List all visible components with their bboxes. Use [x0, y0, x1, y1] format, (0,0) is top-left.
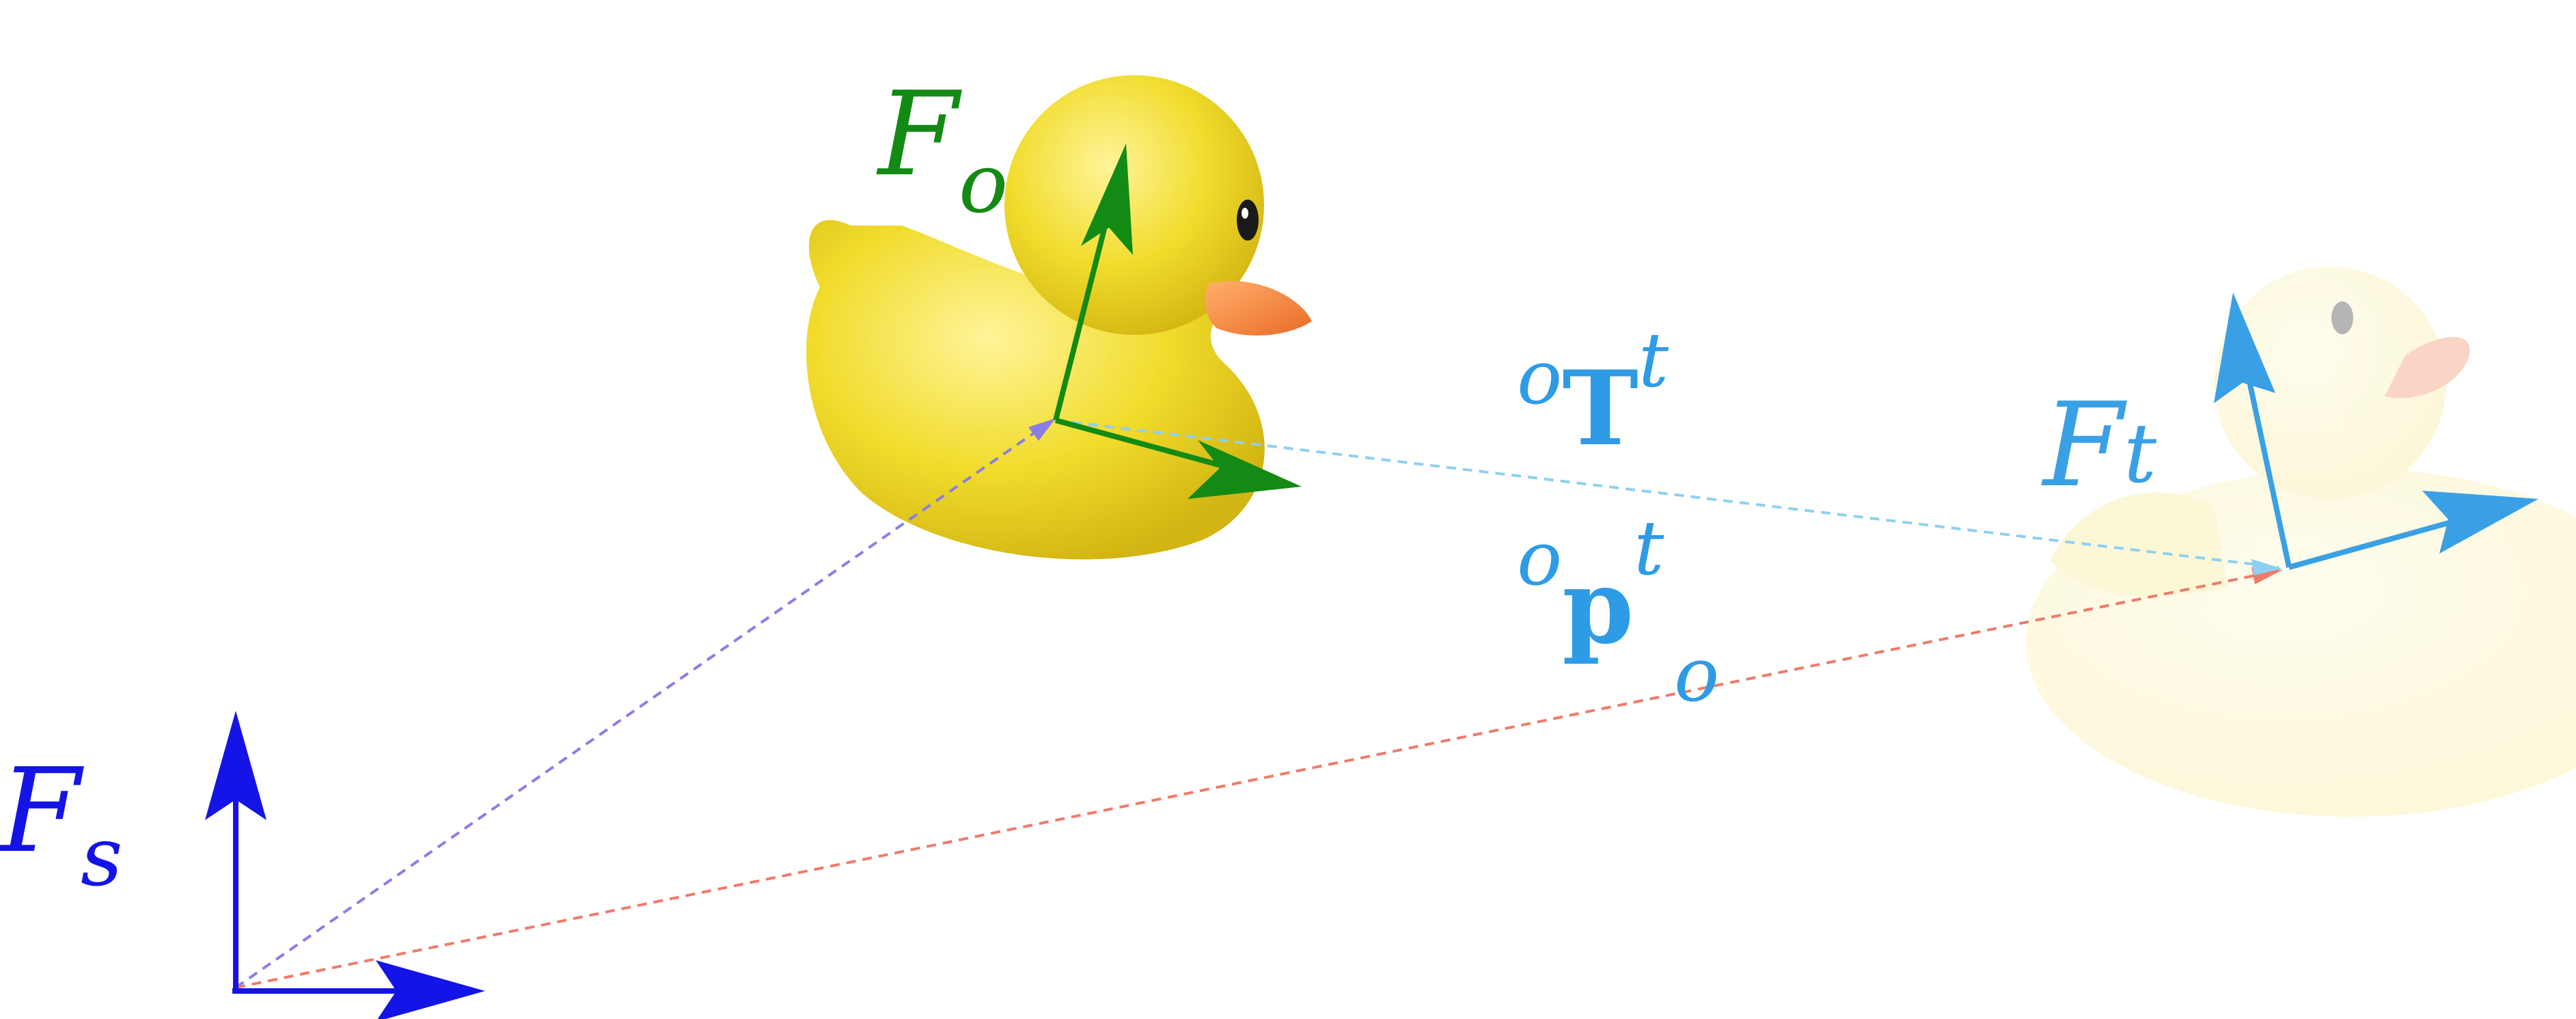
object-frame-label: Fo — [876, 67, 1008, 232]
transform-symbol: T — [1562, 349, 1639, 469]
position-symbol: p — [1562, 547, 1634, 667]
target-duck-image — [2026, 267, 2576, 817]
target-frame-subscript: t — [2124, 407, 2157, 502]
object-frame-subscript: o — [959, 137, 1008, 232]
source-to-target-vector — [235, 569, 2279, 989]
transform-superscript: t — [1639, 316, 1669, 404]
source-to-object-arrowhead — [1028, 418, 1056, 441]
position-superscript: t — [1634, 504, 1664, 592]
source-frame-subscript: s — [81, 810, 123, 905]
position-pre-superscript: o — [1517, 515, 1562, 602]
object-duck-image — [806, 75, 1312, 560]
object-to-target-arrowhead — [2251, 559, 2282, 575]
target-frame-label: Ft — [2041, 378, 2157, 513]
object-frame-symbol: F — [876, 67, 962, 202]
object-frame-axes — [1053, 144, 1302, 499]
source-to-object-vector — [234, 419, 1054, 989]
source-frame-axes — [205, 711, 485, 1019]
source-frame-label: Fs — [0, 744, 123, 905]
target-frame-axes — [2214, 293, 2538, 570]
transform-pre-superscript: o — [1517, 334, 1562, 421]
target-frame-symbol: F — [2041, 378, 2127, 513]
transform-label: oTt — [1517, 316, 1669, 469]
object-to-target-vector — [1055, 419, 2279, 569]
position-label: opt — [1517, 504, 1664, 667]
source-frame-symbol: F — [0, 744, 84, 879]
position-subscript: o — [1674, 631, 1719, 718]
